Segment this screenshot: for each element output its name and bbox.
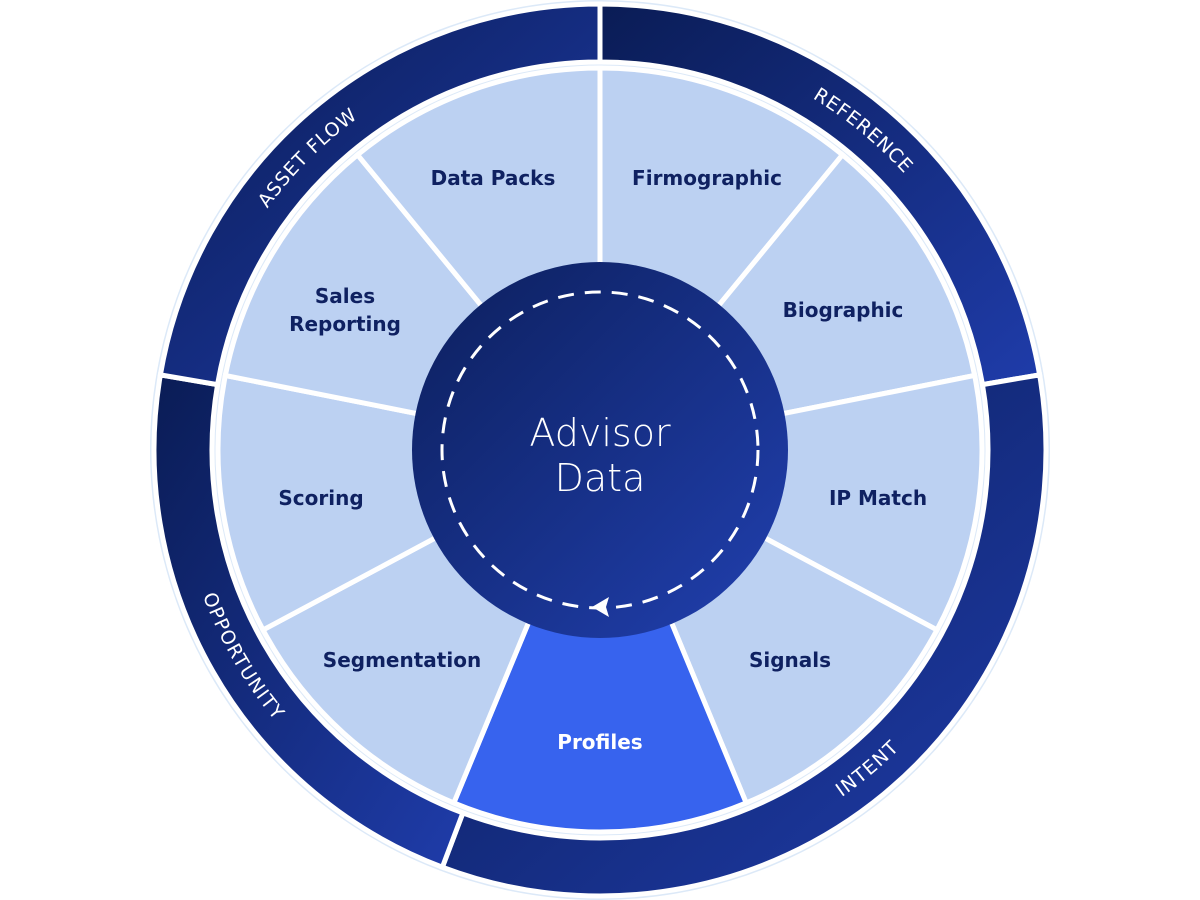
segment-ring: [215, 65, 985, 835]
ring-section-asset-flow: [157, 1, 603, 388]
segment-label: Biographic: [783, 298, 904, 322]
center-title-line2: Data: [555, 456, 646, 500]
segment-label: Segmentation: [323, 648, 481, 672]
outer-ring: [151, 1, 1049, 899]
segment-label: Data Packs: [431, 166, 556, 190]
segment-label: Profiles: [557, 730, 642, 754]
cycle-arrow-icon: [592, 597, 609, 617]
segment-label: Sales: [315, 284, 375, 308]
segment-label: Scoring: [278, 486, 363, 510]
segment-label: Firmographic: [632, 166, 782, 190]
center-title-line1: Advisor: [529, 411, 671, 455]
segment-label: Reporting: [289, 312, 401, 336]
segment-label: Signals: [749, 648, 831, 672]
segment-label: IP Match: [829, 486, 927, 510]
center-circle: [412, 262, 788, 638]
